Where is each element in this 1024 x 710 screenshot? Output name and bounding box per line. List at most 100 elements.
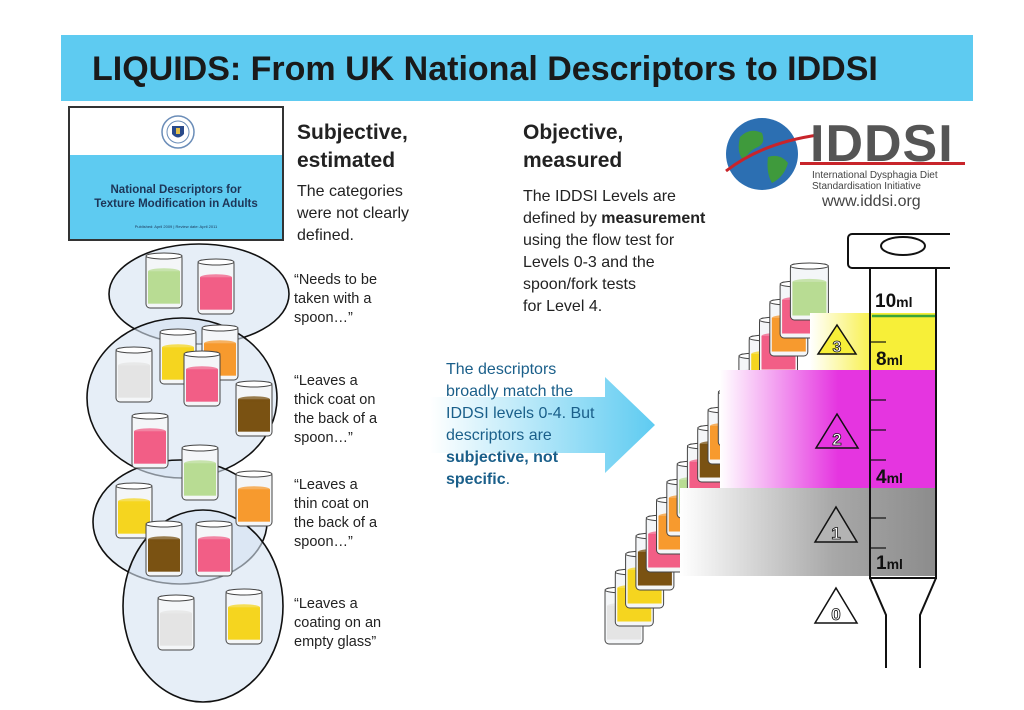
level-3-number: 3: [833, 339, 842, 356]
syringe-opening: [880, 236, 926, 256]
liquid-glass: [195, 520, 233, 577]
subjective-description: The categories were not clearly defined.: [297, 181, 409, 247]
text-line: subjective, not: [446, 447, 595, 469]
ml-mark-1: 1ml: [876, 553, 903, 575]
liquid-glass: [789, 262, 829, 321]
quote-line: spoon…”: [294, 310, 353, 326]
level-0-triangle: 0: [813, 586, 859, 624]
text-line: defined by measurement: [523, 208, 705, 230]
text-line: descriptors are: [446, 427, 552, 444]
liquid-glass: [145, 520, 183, 577]
ml-unit: ml: [886, 352, 903, 368]
liquid-glass: [115, 346, 153, 403]
text-line: for Level 4.: [523, 298, 603, 315]
text-line: The IDDSI Levels are: [523, 188, 676, 205]
quote-line: the back of a: [294, 411, 378, 427]
title-bar: [61, 35, 973, 101]
ml-value: 10: [875, 291, 897, 312]
logo-underline: [800, 162, 965, 165]
national-descriptors-document: National Descriptors for Texture Modific…: [68, 106, 284, 241]
match-arrow-text: The descriptors broadly match the IDDSI …: [446, 359, 595, 491]
ml-mark-10: 10ml: [875, 291, 912, 313]
subtitle-line: Standardisation Initiative: [812, 181, 921, 192]
descriptor-quote: “Needs to be taken with a spoon…”: [294, 271, 377, 328]
heading-line: measured: [523, 149, 623, 172]
document-title-line: Texture Modification in Adults: [94, 198, 258, 210]
crest-icon: [161, 115, 195, 149]
quote-line: “Needs to be: [294, 272, 378, 288]
glass-collection: [115, 252, 273, 651]
liquid-glass: [225, 588, 263, 645]
subtitle-line: International Dysphagia Diet: [812, 170, 938, 181]
syringe-nozzle: [869, 577, 937, 668]
level-1-number: 1: [831, 524, 840, 543]
document-footer: Published: April 2009 | Review date: Apr…: [134, 224, 218, 229]
document-band: [70, 155, 282, 239]
level-1-band: [680, 488, 935, 576]
bold-term: subjective, not: [446, 449, 559, 466]
syringe-diagram: 3 2 1 0: [680, 233, 950, 668]
text-line: IDDSI levels 0-4. But: [446, 405, 595, 422]
liquid-glass: [181, 444, 219, 501]
descriptor-quote: “Leaves a coating on an empty glass”: [294, 595, 381, 652]
liquid-glass: [131, 412, 169, 469]
ml-mark-4: 4ml: [876, 467, 903, 489]
descriptor-glass-groups: [86, 243, 290, 703]
ml-mark-8: 8ml: [876, 349, 903, 371]
level-1-triangle: 1: [813, 505, 859, 543]
liquid-glass: [197, 258, 235, 315]
ml-unit: ml: [886, 556, 903, 572]
quote-line: coating on an: [294, 615, 382, 631]
ml-value: 8: [876, 349, 887, 370]
text-line: The descriptors: [446, 361, 557, 378]
text-line: broadly match the: [446, 383, 574, 400]
text-line: Levels 0-3 and the: [523, 254, 655, 271]
bold-term: measurement: [601, 210, 706, 227]
quote-line: “Leaves a: [294, 373, 358, 389]
page-title: LIQUIDS: From UK National Descriptors to…: [92, 50, 878, 88]
text-line: were not clearly: [297, 205, 410, 222]
text-span: defined by: [523, 210, 602, 227]
level-2-triangle: 2: [814, 412, 860, 449]
quote-line: spoon…”: [294, 430, 353, 446]
heading-line: estimated: [297, 149, 396, 172]
text-line: using the flow test for: [523, 232, 675, 249]
liquid-glass: [145, 252, 183, 309]
quote-line: thin coat on: [294, 496, 369, 512]
objective-description: The IDDSI Levels are defined by measurem…: [523, 186, 705, 318]
ml-value: 1: [876, 553, 887, 574]
text-line: specific.: [446, 469, 595, 491]
heading-line: Objective,: [523, 121, 624, 144]
document-title: National Descriptors for Texture Modific…: [70, 183, 282, 211]
quote-line: thick coat on: [294, 392, 376, 408]
quote-line: “Leaves a: [294, 477, 358, 493]
quote-line: taken with a: [294, 291, 372, 307]
ml-value: 4: [876, 467, 887, 488]
level-0-number: 0: [831, 605, 840, 624]
liquid-glass: [183, 350, 221, 407]
level-2-number: 2: [832, 430, 841, 449]
quote-line: spoon…”: [294, 534, 353, 550]
text-line: spoon/fork tests: [523, 276, 636, 293]
globe-icon: [725, 118, 819, 190]
iddsi-logo-subtitle: International Dysphagia Diet Standardisa…: [812, 170, 938, 192]
ml-unit: ml: [886, 470, 903, 486]
text-span: .: [505, 471, 511, 488]
document-title-line: National Descriptors for: [110, 184, 242, 196]
match-arrow: [430, 377, 655, 473]
liquid-glass: [235, 380, 273, 437]
quote-line: “Leaves a: [294, 596, 358, 612]
subjective-heading: Subjective, estimated: [297, 119, 408, 175]
liquid-glass: [157, 594, 195, 651]
iddsi-url: www.iddsi.org: [822, 193, 921, 210]
liquid-glass: [115, 482, 153, 539]
liquid-glass: [235, 470, 273, 527]
descriptor-quote: “Leaves a thin coat on the back of a spo…: [294, 476, 377, 552]
ml-unit: ml: [896, 294, 913, 310]
text-line: The categories: [297, 183, 403, 200]
objective-heading: Objective, measured: [523, 119, 623, 175]
quote-line: the back of a: [294, 515, 378, 531]
text-line: defined.: [297, 227, 354, 244]
descriptor-quote: “Leaves a thick coat on the back of a sp…: [294, 372, 377, 448]
quote-line: empty glass”: [294, 634, 377, 650]
